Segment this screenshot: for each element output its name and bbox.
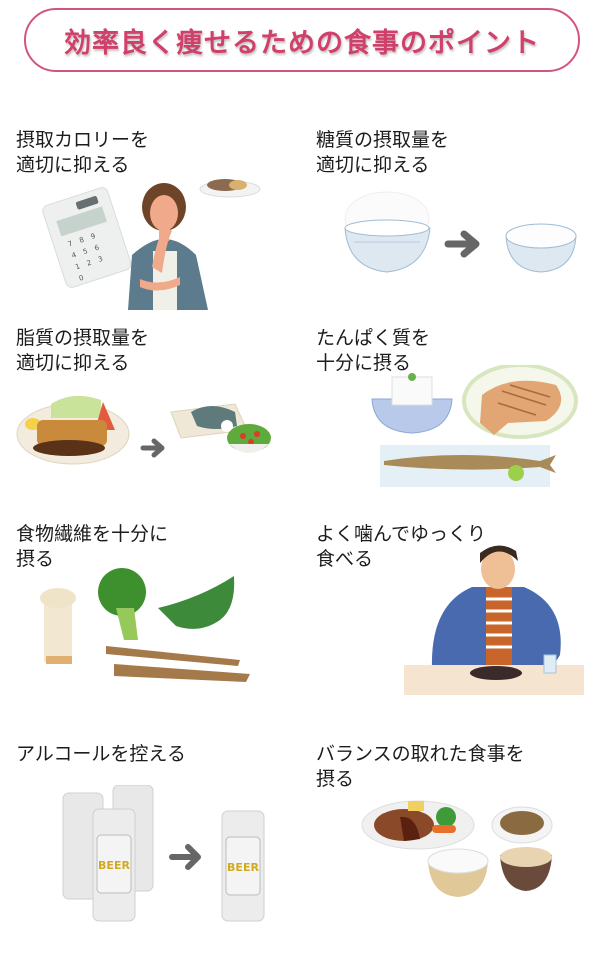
side-dish-bowl-icon (491, 806, 553, 844)
point-title: たんぱく質を 十分に摂る (316, 327, 431, 374)
point-balanced-meal: バランスの取れた食事を 摂る (316, 742, 600, 792)
grilled-chicken-icon (462, 365, 578, 439)
miso-soup-icon (500, 847, 552, 891)
man-eating-illustration (404, 545, 584, 695)
point-title: アルコールを控える (16, 743, 186, 765)
burdock-root-icon (106, 646, 250, 682)
svg-text:0: 0 (78, 274, 85, 283)
svg-text:7: 7 (67, 239, 74, 248)
point-title: よく噛んでゆっくり 食べる (316, 523, 487, 570)
point-calorie: 摂取カロリーを 適切に抑える (16, 128, 306, 178)
svg-text:9: 9 (90, 232, 97, 241)
kale-leaf-icon (158, 576, 235, 629)
point-title: 糖質の摂取量を 適切に抑える (316, 129, 450, 176)
point-chew-slowly: よく噛んでゆっくり 食べる (316, 522, 600, 572)
svg-text:BEER: BEER (227, 861, 259, 874)
hamburg-steak-plate-icon (361, 800, 475, 850)
man-figure (431, 545, 561, 671)
beer-can-icon: BEER (62, 785, 154, 922)
large-rice-bowl-icon (344, 191, 431, 273)
svg-text:3: 3 (97, 255, 104, 264)
svg-text:2: 2 (86, 259, 93, 268)
salad-bowl-icon (227, 424, 271, 453)
tofu-bowl-icon (371, 373, 453, 434)
tonkatsu-plate-icon (16, 395, 130, 465)
arrow-icon (140, 438, 165, 458)
fiber-illustration (40, 568, 250, 682)
point-title: 脂質の摂取量を 適切に抑える (16, 327, 150, 374)
protein-illustration (371, 365, 578, 487)
svg-text:4: 4 (71, 251, 78, 260)
beer-cans-illustration: BEER BEER (62, 785, 265, 922)
point-fat: 脂質の摂取量を 適切に抑える (16, 326, 306, 376)
broccoli-icon (98, 568, 146, 640)
fat-reduction-illustration (16, 395, 271, 465)
balanced-meal-illustration (361, 800, 553, 897)
grilled-saury-icon (380, 445, 556, 487)
page-title: 効率良く痩せるための食事のポイント (64, 27, 540, 59)
svg-text:1: 1 (74, 262, 81, 271)
arrow-icon (444, 230, 480, 258)
svg-text:5: 5 (82, 247, 89, 256)
title-banner: 効率良く痩せるための食事のポイント (24, 8, 580, 72)
point-title: 食物繊維を十分に 摂る (16, 523, 169, 570)
rice-bowl-illustration (344, 191, 577, 273)
point-alcohol: アルコールを控える (16, 742, 306, 767)
table-icon (404, 654, 584, 695)
woman-figure (128, 183, 208, 310)
svg-text:6: 6 (93, 243, 100, 252)
rice-bowl-icon (427, 848, 489, 897)
enoki-mushroom-icon (40, 588, 76, 664)
small-rice-bowl-icon (505, 223, 577, 273)
arrow-icon (169, 844, 201, 870)
single-beer-can-icon: BEER (221, 810, 265, 922)
curry-plate-icon (199, 179, 261, 198)
svg-text:BEER: BEER (98, 859, 130, 872)
point-protein: たんぱく質を 十分に摂る (316, 326, 600, 376)
point-title: 摂取カロリーを 適切に抑える (16, 129, 150, 176)
grilled-fish-icon (170, 403, 248, 439)
point-fiber: 食物繊維を十分に 摂る (16, 522, 306, 572)
point-title: バランスの取れた食事を 摂る (316, 743, 525, 790)
svg-text:8: 8 (78, 236, 85, 245)
point-carbohydrate: 糖質の摂取量を 適切に抑える (316, 128, 600, 178)
